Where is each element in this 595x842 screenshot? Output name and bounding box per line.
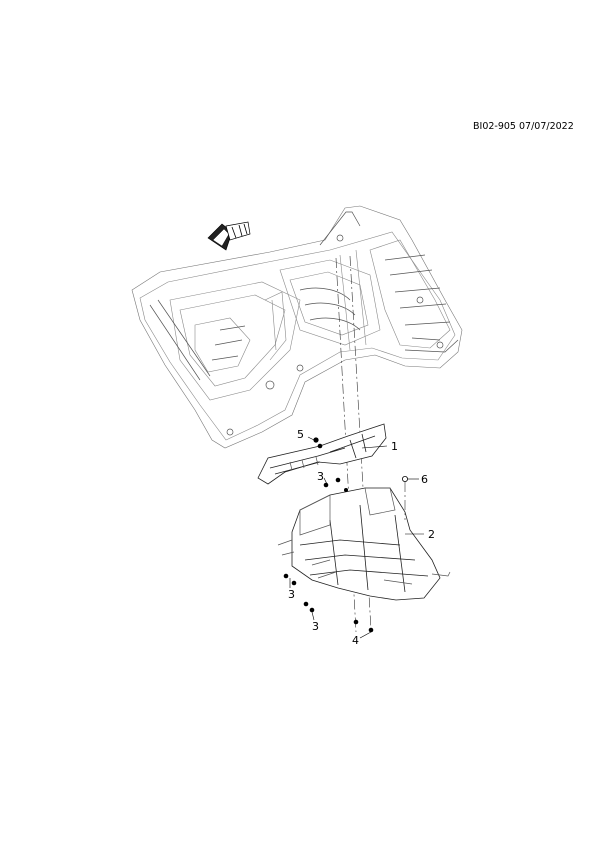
orientation-arrow-icon xyxy=(207,221,251,251)
fasteners xyxy=(283,437,408,633)
callout-leaders xyxy=(289,436,424,639)
callout-5: 5 xyxy=(297,428,304,441)
part-2-battery-tray xyxy=(277,487,451,601)
callout-3-left: 3 xyxy=(288,588,295,601)
bolt-5 xyxy=(313,437,323,449)
callout-3-upper: 3 xyxy=(317,470,324,483)
document-code: BI02-905 07/07/2022 xyxy=(473,121,574,132)
callout-1: 1 xyxy=(391,440,398,453)
callout-4: 4 xyxy=(352,634,359,647)
callout-3-lower: 3 xyxy=(312,620,319,633)
bolt-3-upper xyxy=(323,477,348,492)
part-1-bracket xyxy=(257,423,387,485)
callout-6: 6 xyxy=(421,473,428,486)
callout-2: 2 xyxy=(428,528,435,541)
callout-labels: 1 2 3 3 3 4 5 6 xyxy=(288,428,435,647)
bolts-4 xyxy=(353,619,374,633)
bolt-6 xyxy=(401,475,408,520)
vehicle-floor-assembly xyxy=(131,205,463,449)
bolts-3-left xyxy=(283,573,315,613)
